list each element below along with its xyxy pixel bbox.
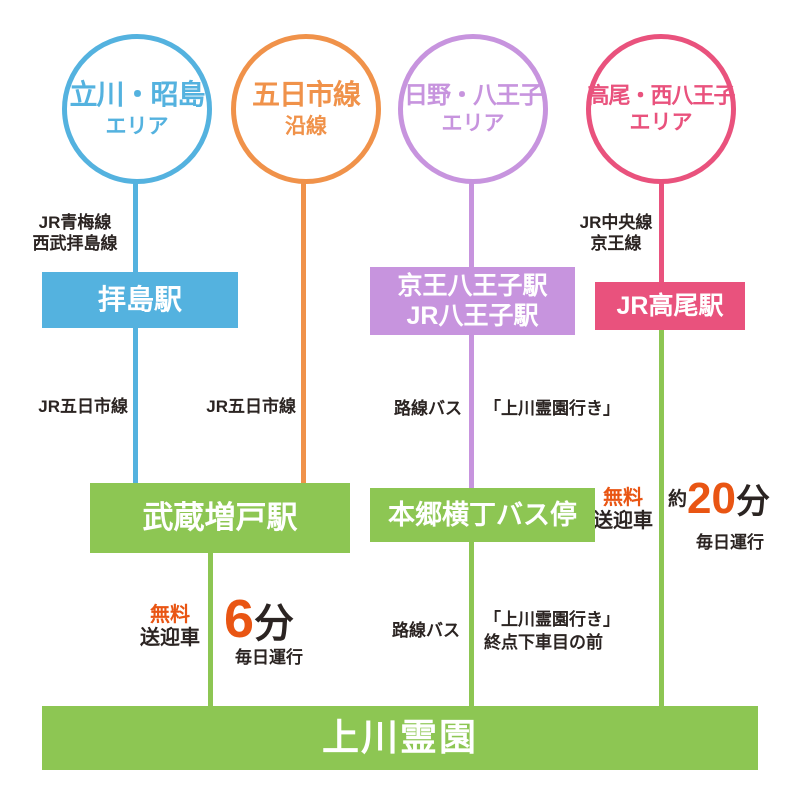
rail-line-name: JR五日市線 (206, 397, 296, 416)
area-subtitle: エリア (629, 111, 693, 135)
line-takao-route (659, 180, 664, 284)
area-subtitle: エリア (441, 112, 505, 136)
station-box-takao: JR高尾駅 (595, 282, 745, 330)
duration-unit: 分 (735, 483, 770, 521)
bus-route-upper-label: 路線バス (362, 398, 462, 419)
rail-line-itsukaichi-from-haijima: JR五日市線 (28, 396, 128, 417)
bus-destination: 「上川霊園行き」 (484, 399, 620, 418)
bus-route-lower-destination: 「上川霊園行き」 終点下車目の前 (484, 608, 620, 654)
area-title: 五日市線 (251, 79, 361, 111)
shuttle-right-label: 無料 送迎車 (590, 487, 656, 533)
bus-destination-line2: 終点下車目の前 (484, 633, 603, 652)
bus-route-lower-label: 路線バス (360, 620, 460, 641)
area-circle-tachikawa-akishima: 立川・昭島 エリア (62, 34, 212, 184)
destination-bar-kamikawa-cemetery: 上川霊園 (42, 706, 758, 770)
station-name: 本郷横丁バス停 (388, 499, 577, 530)
shuttle-left-label: 無料 送迎車 (138, 604, 202, 650)
duration-approx: 約 (668, 489, 688, 510)
area-circle-itsukaichi-line: 五日市線 沿線 (231, 34, 381, 184)
destination-name: 上川霊園 (322, 716, 478, 758)
area-circle-hino-hachioji: 日野・八王子 エリア (398, 34, 548, 184)
line-tachikawa-route (133, 180, 138, 488)
area-title: 立川・昭島 (69, 79, 205, 111)
station-name: JR高尾駅 (616, 292, 724, 320)
shuttle-right-duration: 約20分 (668, 474, 770, 524)
shuttle-left-duration: 6分 (224, 588, 294, 650)
vehicle-text: 送迎車 (140, 627, 200, 649)
bus-route-upper-destination: 「上川霊園行き」 (484, 398, 620, 419)
line-shuttle-right (659, 328, 664, 708)
station-box-haijima: 拝島駅 (42, 272, 238, 328)
shuttle-left-schedule: 毎日運行 (235, 648, 303, 667)
line-shuttle-left (208, 550, 213, 708)
vehicle-text: 送迎車 (593, 510, 653, 532)
bus-label: 路線バス (394, 399, 462, 418)
bus-label: 路線バス (392, 621, 460, 640)
rail-line-name: JR五日市線 (38, 397, 128, 416)
station-box-musashimasuko: 武蔵増戸駅 (90, 483, 350, 553)
rail-line-name: 京王線 (590, 234, 642, 253)
line-bus-lower (469, 540, 474, 708)
area-circle-takao-nishihachioji: 高尾・西八王子 エリア (586, 34, 736, 184)
line-hino-route (469, 180, 474, 492)
rail-line-itsukaichi-direct: JR五日市線 (196, 396, 296, 417)
area-title: 日野・八王子 (404, 81, 543, 109)
rail-lines-above-takao: JR中央線 京王線 (568, 212, 664, 254)
rail-line-name: JR青梅線 (38, 213, 112, 232)
line-itsukaichi-route (301, 180, 306, 488)
shuttle-right-schedule: 毎日運行 (696, 533, 764, 552)
duration-minutes: 6 (224, 589, 255, 649)
area-subtitle: エリア (105, 114, 169, 138)
station-name: 武蔵増戸駅 (142, 500, 298, 536)
free-text: 無料 (603, 487, 643, 509)
station-name: 拝島駅 (97, 284, 182, 316)
station-name-line1: 京王八王子駅 (397, 272, 548, 300)
duration-minutes: 20 (687, 474, 736, 523)
area-subtitle: 沿線 (285, 114, 327, 138)
duration-unit: 分 (254, 602, 295, 646)
rail-line-name: JR中央線 (579, 213, 653, 232)
area-title: 高尾・西八王子 (587, 82, 736, 108)
station-box-hongoyokocho-bus-stop: 本郷横丁バス停 (370, 488, 595, 542)
station-name-line2: JR八王子駅 (406, 302, 539, 330)
bus-destination-line1: 「上川霊園行き」 (484, 610, 620, 629)
station-box-hachioji: 京王八王子駅 JR八王子駅 (370, 267, 575, 335)
rail-lines-above-haijima: JR青梅線 西武拝島線 (22, 212, 128, 254)
rail-line-name: 西武拝島線 (32, 234, 118, 253)
free-text: 無料 (150, 604, 190, 626)
